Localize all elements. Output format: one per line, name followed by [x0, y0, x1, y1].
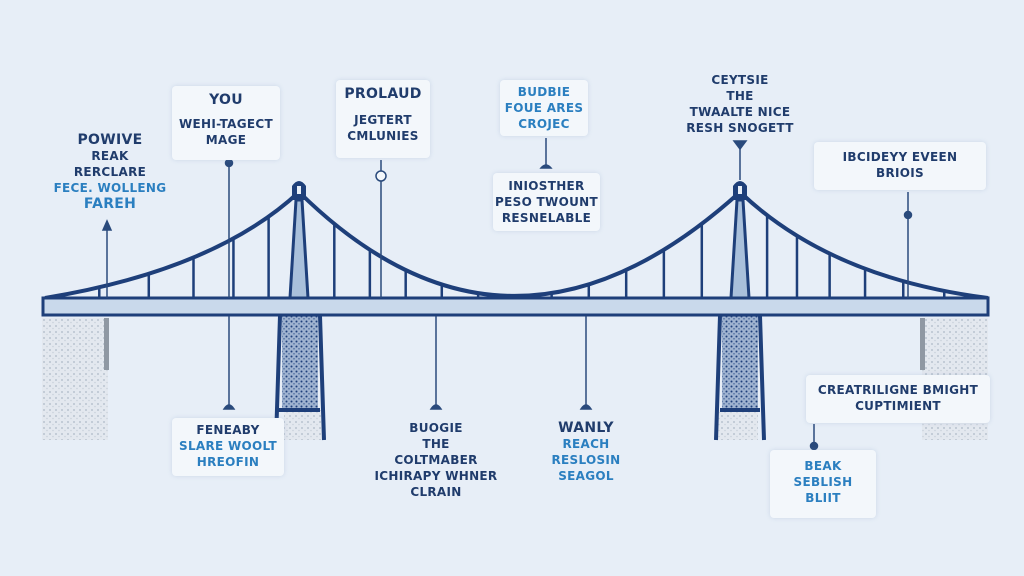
label-line: RESNELABLE	[501, 211, 592, 225]
callout-you: YOU WEHI-TAGECT MAGE	[172, 86, 280, 160]
label-line: CMLUNIES	[347, 129, 419, 143]
label-line: BUDBIE	[517, 85, 571, 99]
main-cable	[44, 190, 989, 300]
label-line: ICHIRAPY WHNER	[374, 469, 498, 483]
label-line: SEAGOL	[558, 469, 614, 483]
label-line: REACH	[562, 437, 610, 451]
label-line: INIOSTHER	[508, 179, 585, 193]
callout-beak: BEAK SEBLISH BLIIT	[770, 450, 876, 518]
label-line: RERCLARE	[73, 165, 147, 179]
label-line: BLIIT	[805, 491, 841, 505]
label-line: BEAK	[804, 459, 842, 473]
right-tower	[729, 181, 751, 300]
callout-title: YOU	[209, 92, 243, 108]
left-abutment	[42, 318, 109, 440]
label-line: CUPTIMIENT	[855, 399, 941, 413]
label-line: WEHI-TAGECT	[178, 117, 274, 131]
label-line: BRIOIS	[876, 166, 924, 180]
label-line: SLARE WOOLT	[179, 439, 277, 453]
label-line: MAGE	[205, 133, 247, 147]
label-line: CROJEC	[518, 117, 570, 131]
label-line: BUOGIE	[409, 421, 463, 435]
label-line: COLTMABER	[394, 453, 478, 467]
label-line: TWAALTE NICE	[689, 105, 791, 119]
label-line: IBCIDEYY EVEEN	[842, 150, 958, 164]
label-line: SEBLISH	[793, 475, 853, 489]
label-line: CEYTSIE	[711, 73, 769, 87]
callout-lines	[101, 138, 913, 451]
label-line: FOUE ARES	[504, 101, 584, 115]
suspender-cables	[98, 215, 946, 298]
label-line: PESO TWOUNT	[495, 195, 598, 209]
callout-title: PROLAUD	[344, 86, 422, 102]
label-line: THE	[726, 89, 754, 103]
callout-budbie: BUDBIE FOUE ARES CROJEC	[500, 80, 588, 136]
label-line: WANLY	[558, 420, 614, 436]
label-line: FAREH	[83, 196, 137, 212]
label-line: HREOFIN	[196, 455, 260, 469]
label-line: POWIVE	[77, 132, 143, 148]
callout-prolaud: PROLAUD JEGTERT CMLUNIES	[336, 80, 430, 158]
label-line: FENEABY	[196, 423, 260, 437]
label-line: CREATRILIGNE BMIGHT	[817, 383, 979, 397]
label-line: RESLOSIN	[551, 453, 621, 467]
callout-iniosther: INIOSTHER PESO TWOUNT RESNELABLE	[493, 173, 600, 231]
label-line: CLRAIN	[410, 485, 462, 499]
label-wanly: WANLY REACH RESLOSIN SEAGOL	[536, 420, 636, 484]
bridge-deck	[41, 296, 990, 317]
label-line: JEGTERT	[354, 113, 412, 127]
left-tower	[288, 181, 310, 300]
callout-creatriligne: CREATRILIGNE BMIGHT CUPTIMIENT	[806, 375, 990, 423]
label-ceytsie: CEYTSIE THE TWAALTE NICE RESH SNOGETT	[680, 72, 800, 136]
label-line: RESH SNOGETT	[686, 121, 794, 135]
callout-ibcideyy: IBCIDEYY EVEEN BRIOIS	[814, 142, 986, 190]
callout-feneaby: FENEABY SLARE WOOLT HREOFIN	[172, 418, 284, 476]
label-buogie: BUOGIE THE COLTMABER ICHIRAPY WHNER CLRA…	[366, 420, 506, 500]
right-tower-base	[714, 315, 766, 441]
label-line: THE	[422, 437, 450, 451]
label-line: FECE. WOLLENG	[53, 181, 167, 195]
label-line: REAK	[91, 149, 129, 163]
label-top-left: POWIVE REAK RERCLARE FECE. WOLLENG FAREH	[50, 132, 170, 212]
